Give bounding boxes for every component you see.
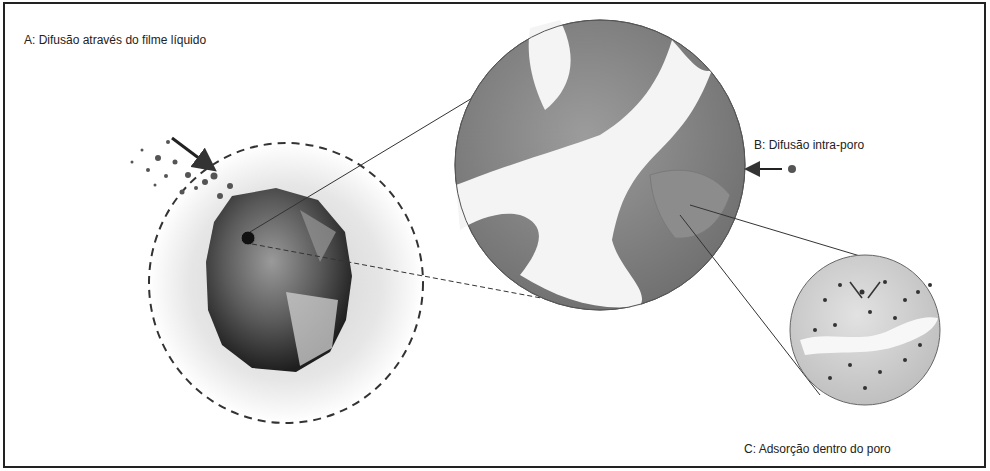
zoom-spot [241,231,255,245]
adsorbate-dots [131,140,234,199]
adsorption-arrow [868,282,880,298]
pore-zoom-circle [455,20,745,310]
adsorbate-dot [788,165,796,173]
adsorption-zoom-circle [790,255,940,405]
diffusion-arrow [748,168,782,170]
adsorbed-molecules [813,280,932,390]
particle-facet [300,210,336,262]
pore-channel [529,20,571,110]
step-label: B: Difusão intra-poro [752,138,866,152]
frame [4,3,985,467]
step-label: C: Adsorção dentro do poro [742,442,893,456]
particle-facet [286,292,338,366]
pore-channel [800,317,938,355]
film-boundary [149,143,423,423]
liquid-film [149,143,423,423]
zoom-line [690,205,860,256]
adsorption-arrow [850,282,862,298]
diffusion-arrow [172,138,212,168]
adsorbent-particle [206,188,352,372]
step-label: A: Difusão através do filme líquido [22,33,208,47]
